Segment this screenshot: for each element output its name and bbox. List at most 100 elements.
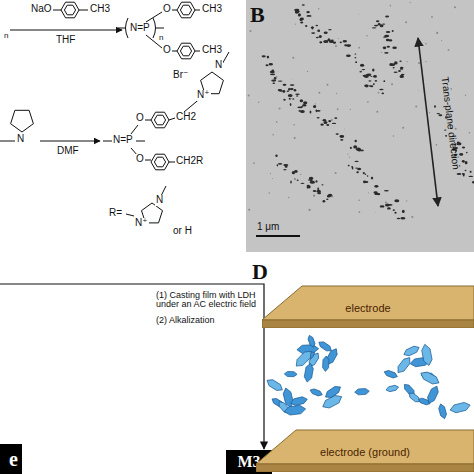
particle-speck [300,99,303,102]
particle-speck [384,35,389,37]
atom-label: O [135,154,145,165]
ldh-platelet [421,343,433,366]
benzene-ring [151,154,169,170]
particle-speck [355,61,357,63]
particle-speck [297,107,302,109]
ldh-platelet [386,385,400,393]
background-grain [448,49,450,51]
particle-speck [434,105,436,107]
particle-speck [369,85,371,86]
ldh-platelet [449,401,471,414]
particle-speck [319,35,322,38]
background-grain [337,108,339,110]
particle-speck [465,170,467,171]
ldh-platelet [438,403,448,419]
ldh-platelet [293,348,314,369]
particle-speck [462,147,465,149]
background-grain [300,174,301,175]
particle-speck [320,123,323,125]
ldh-platelet [284,405,306,416]
particle-speck [306,15,311,17]
plate-top [256,430,474,464]
particle-speck [317,117,320,119]
particle-speck [394,199,399,202]
particle-speck [301,183,305,184]
particle-speck [326,124,329,126]
particle-speck [351,166,353,168]
particle-speck [348,165,350,167]
atom-label: N⁺ [134,218,149,229]
background-grain [436,144,438,146]
particle-speck [364,75,369,78]
background-grain [390,5,392,7]
particle-speck [389,63,392,66]
particle-speck [298,110,301,112]
particle-speck [278,80,283,81]
particle-speck [308,186,311,189]
particle-speck [323,40,328,43]
bond-line [144,120,151,121]
background-grain [349,156,350,157]
atom-label: N⁺ [196,90,211,101]
particle-speck [300,22,303,24]
process-note: (1) Casting film with LDH under an AC el… [156,291,258,310]
particle-speck [295,10,299,13]
aromatic-ring-inner [154,157,165,167]
background-grain [359,211,361,213]
background-grain [270,173,271,174]
background-grain [366,35,368,37]
background-grain [276,121,278,123]
background-grain [415,105,417,107]
background-grain [327,84,329,86]
atom-label: CH2R [175,156,204,167]
background-grain [294,137,296,139]
ldh-platelet [395,355,413,375]
particle-speck [283,164,288,166]
particle-speck [373,75,377,78]
background-grain [367,101,369,103]
benzene-ring [177,43,195,59]
particle-speck [278,163,282,165]
particle-speck [295,94,300,95]
scale-label: 1 μm [257,222,279,233]
background-grain [335,172,337,174]
particle-speck [329,40,334,43]
particle-speck [375,80,377,82]
bond-line [144,160,151,161]
background-grain [315,103,316,104]
particle-speck [340,139,343,141]
particle-speck [380,205,385,207]
background-grain [293,124,295,126]
background-grain [295,23,296,24]
particle-speck [271,80,276,82]
atom-label: CH3 [201,45,223,56]
particle-speck [457,173,462,175]
particle-speck [302,4,305,5]
particle-speck [321,184,323,185]
background-grain [250,30,252,32]
particle-speck [292,98,294,100]
material-label: e [9,448,18,471]
atom-label: THF [55,35,76,46]
background-grain [436,32,438,34]
particle-speck [470,171,472,173]
imidazole-ring [11,110,34,132]
particle-speck [383,80,385,82]
atom-label: O [162,45,172,56]
background-grain [465,95,466,96]
atom-label: n [3,32,9,40]
particle-speck [328,120,331,122]
particle-speck [465,161,468,164]
particle-speck [344,44,347,46]
aromatic-ring-inner [180,46,191,56]
particle-speck [283,84,287,86]
background-grain [331,119,333,121]
reaction-arrow [10,30,122,31]
particle-speck [290,103,292,106]
ldh-platelet [265,377,284,392]
particle-speck [355,57,357,58]
particle-speck [289,98,291,100]
background-grain [425,43,427,45]
background-grain [429,112,430,113]
bond-line [171,51,177,52]
